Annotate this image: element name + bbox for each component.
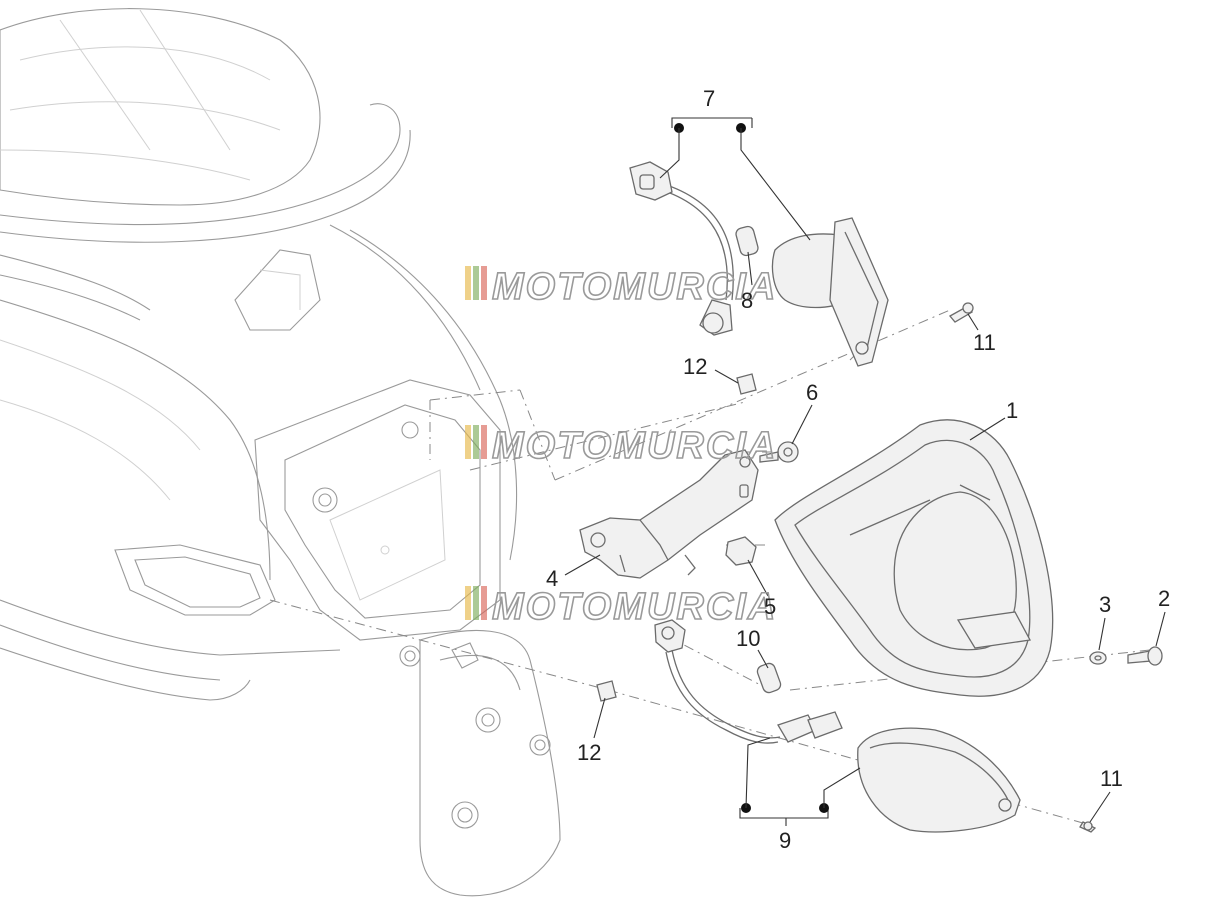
watermark-stripe-1: [465, 586, 471, 620]
watermark-text: MOTOMURCIA: [492, 266, 777, 308]
watermark-text: MOTOMURCIA: [492, 425, 777, 467]
part-1-tail-light: [774, 419, 1054, 697]
watermark-stripe-3: [481, 425, 487, 459]
watermark-stripe-2: [473, 266, 479, 300]
label-part-11-bottom: 11: [1100, 766, 1123, 791]
leader-lines: [564, 117, 1166, 826]
label-part-11-top: 11: [973, 330, 996, 355]
label-part-9: 9: [779, 828, 791, 853]
label-part-12-top: 12: [683, 354, 707, 379]
part-5-clip: [725, 536, 757, 566]
label-part-12-bottom: 12: [577, 740, 601, 765]
label-part-3: 3: [1099, 592, 1111, 617]
label-part-7: 7: [703, 86, 715, 111]
watermark-stripe-3: [481, 586, 487, 620]
watermark-text: MOTOMURCIA: [492, 586, 777, 628]
label-part-2: 2: [1158, 586, 1170, 611]
part-labels: 7 8 11 12 6 1 4 5 3 2 10 12 11 9: [546, 86, 1170, 853]
watermark-stripe-1: [465, 425, 471, 459]
watermark-stripe-1: [465, 266, 471, 300]
watermark-2: MOTOMURCIA: [465, 424, 777, 468]
scooter-rear-body: [0, 8, 561, 897]
label-part-6: 6: [806, 380, 818, 405]
label-part-8: 8: [741, 288, 753, 313]
part-3-washer: [1089, 651, 1107, 665]
label-part-4: 4: [546, 566, 558, 591]
part-4-bracket: [579, 449, 759, 579]
label-part-5: 5: [764, 594, 776, 619]
part-2-screw: [1127, 646, 1163, 666]
watermark-stripe-3: [481, 266, 487, 300]
part-6-bolt: [759, 441, 799, 463]
label-part-1: 1: [1006, 398, 1018, 423]
watermark-stripe-2: [473, 425, 479, 459]
watermark-stripe-2: [473, 586, 479, 620]
label-part-10: 10: [736, 626, 760, 651]
watermark-1: MOTOMURCIA: [465, 265, 777, 309]
part-9-turn-signal-assembly: [596, 619, 1097, 833]
part-7-turn-signal-assembly: [629, 161, 974, 395]
watermark-3: MOTOMURCIA: [465, 585, 777, 629]
